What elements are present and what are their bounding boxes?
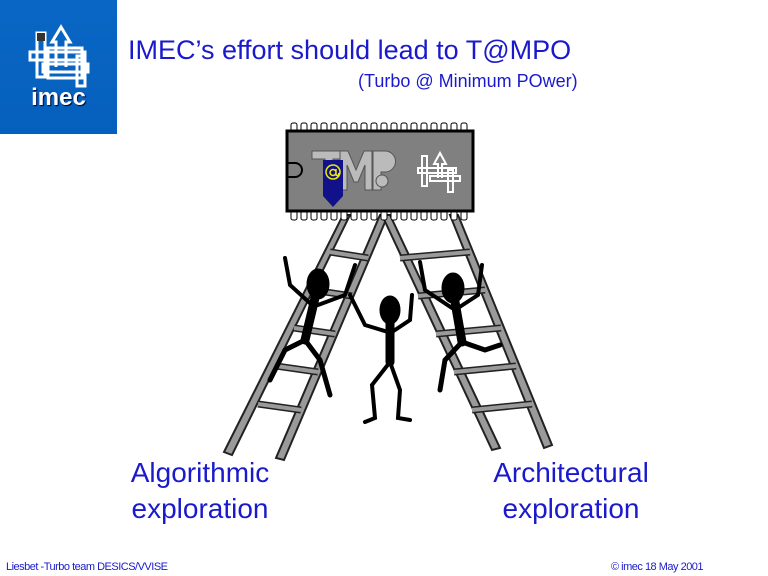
label-line: Algorithmic bbox=[130, 457, 270, 488]
right-climber bbox=[418, 260, 503, 393]
slide-subtitle: (Turbo @ Minimum POwer) bbox=[358, 71, 578, 91]
label-line: Architectural bbox=[493, 457, 649, 488]
middle-figure bbox=[348, 293, 414, 424]
architectural-exploration-label: Architectural exploration bbox=[482, 455, 660, 527]
imec-chip-logo-icon bbox=[417, 150, 461, 193]
at-sign-icon bbox=[325, 164, 341, 180]
footer-date: © imec 18 May 2001 bbox=[611, 561, 704, 573]
tampo-chip bbox=[285, 122, 475, 221]
footer-author: Liesbet -Turbo team DESICS/VVISE bbox=[6, 561, 168, 573]
imec-logo: imec bbox=[0, 0, 117, 134]
stick-figures bbox=[267, 256, 503, 424]
logo-text: imec bbox=[31, 84, 86, 111]
algorithmic-exploration-label: Algorithmic exploration bbox=[120, 455, 280, 527]
label-line: exploration bbox=[502, 493, 640, 524]
slide-title: IMEC’s effort should lead to T@MPO bbox=[128, 35, 572, 65]
imec-logo-icon bbox=[28, 24, 90, 88]
label-line: exploration bbox=[131, 493, 269, 524]
left-climber bbox=[267, 256, 357, 398]
right-ladder bbox=[380, 214, 554, 452]
